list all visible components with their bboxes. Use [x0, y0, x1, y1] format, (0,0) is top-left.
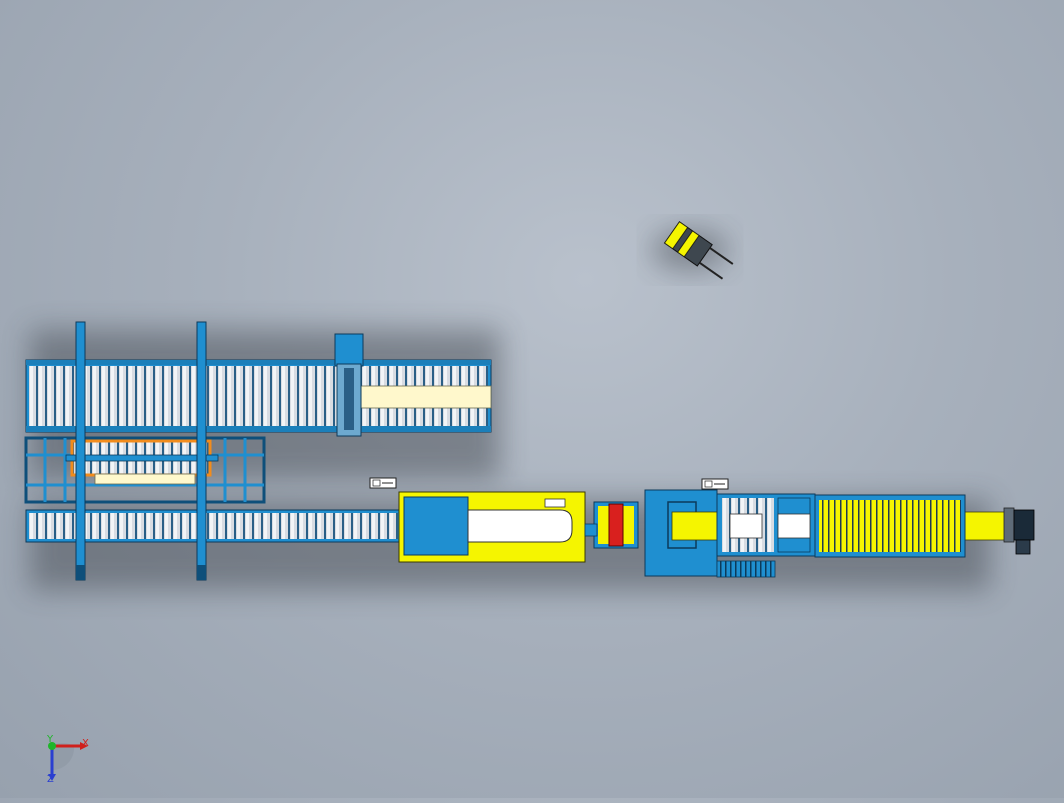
drive-motor[interactable] [1003, 507, 1035, 555]
x-axis-label: X [82, 738, 89, 749]
output-conveyor[interactable] [814, 494, 966, 558]
upper-roller-conveyor[interactable] [25, 333, 492, 437]
coordinate-triad: X Y Z [46, 734, 89, 785]
z-axis-label: Z [47, 774, 54, 785]
red-feeder[interactable] [584, 501, 639, 549]
note-callout-left[interactable] [369, 477, 397, 489]
inspection-cells[interactable] [716, 493, 816, 557]
hand-cart[interactable] [663, 221, 736, 282]
gantry-carriage [334, 333, 364, 367]
product-board [359, 385, 492, 409]
y-axis-dot [48, 742, 56, 750]
press-machine[interactable] [398, 491, 586, 563]
transfer-table[interactable] [24, 436, 266, 504]
lower-roller-conveyor[interactable] [25, 509, 402, 543]
note-callout-right[interactable] [701, 478, 729, 490]
gantry-rails [75, 321, 207, 581]
y-axis-label: Y [46, 734, 54, 745]
